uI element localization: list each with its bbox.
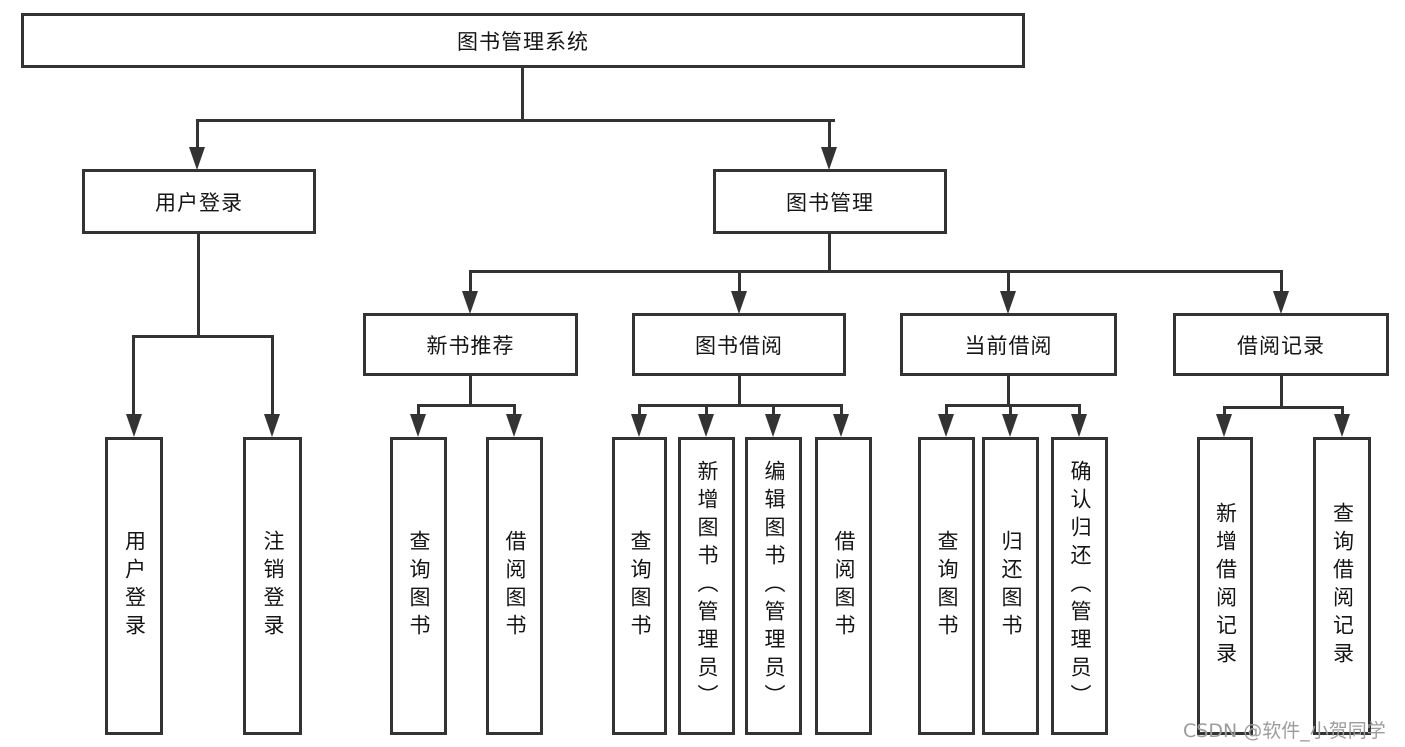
arrow-head bbox=[1071, 414, 1087, 437]
connector-line bbox=[1007, 270, 1010, 292]
connector-line bbox=[738, 270, 741, 292]
leaf-label: 查询图书 bbox=[407, 530, 431, 642]
leaf-label: 借阅图书 bbox=[832, 530, 856, 642]
leaf-label: 用户登录 bbox=[122, 530, 147, 642]
node-label: 图书借阅 bbox=[695, 333, 783, 358]
connector-line bbox=[828, 119, 831, 149]
node-label: 当前借阅 bbox=[964, 333, 1053, 358]
leaf-confirm-return-admin: 确认归还（管理员） bbox=[1051, 437, 1108, 735]
leaf-add-books-admin: 新增图书（管理员） bbox=[678, 437, 735, 735]
leaf-label: 确认归还（管理员） bbox=[1068, 460, 1092, 712]
connector-line bbox=[772, 404, 775, 415]
connector-line bbox=[521, 68, 524, 122]
connector-line bbox=[469, 270, 472, 292]
leaf-edit-books-admin: 编辑图书（管理员） bbox=[745, 437, 802, 735]
connector-line bbox=[1223, 406, 1226, 415]
arrow-head bbox=[1002, 414, 1018, 437]
arrow-head bbox=[126, 414, 142, 437]
node-label: 新书推荐 bbox=[426, 333, 515, 358]
connector-line bbox=[705, 404, 708, 415]
connector-line bbox=[469, 376, 472, 407]
leaf-label: 查询借阅记录 bbox=[1330, 502, 1355, 670]
leaf-borrow-books: 借阅图书 bbox=[815, 437, 872, 735]
leaf-return-books: 归还图书 bbox=[982, 437, 1039, 735]
node-new-book-recommend: 新书推荐 bbox=[363, 313, 578, 376]
connector-line bbox=[469, 270, 1283, 273]
connector-line bbox=[638, 404, 641, 415]
node-book-borrowing: 图书借阅 bbox=[632, 313, 846, 376]
leaf-label: 查询图书 bbox=[935, 530, 959, 642]
node-book-management: 图书管理 bbox=[713, 169, 947, 234]
arrow-head bbox=[731, 291, 747, 314]
arrow-head bbox=[1334, 414, 1350, 437]
connector-line bbox=[271, 335, 274, 415]
node-user-login: 用户登录 bbox=[82, 169, 316, 234]
leaf-query-borrow-record: 查询借阅记录 bbox=[1313, 437, 1371, 735]
connector-line bbox=[738, 376, 741, 407]
leaf-label: 编辑图书（管理员） bbox=[762, 460, 786, 712]
leaf-borrow-books-recommend: 借阅图书 bbox=[486, 437, 543, 735]
connector-line bbox=[1223, 406, 1344, 409]
arrow-head bbox=[189, 147, 205, 170]
leaf-logout: 注销登录 bbox=[243, 437, 302, 735]
connector-line bbox=[840, 404, 843, 415]
connector-line bbox=[417, 404, 516, 407]
arrow-head bbox=[462, 291, 478, 314]
leaf-label: 查询图书 bbox=[628, 530, 652, 642]
arrow-head bbox=[938, 414, 954, 437]
node-label: 图书管理系统 bbox=[457, 29, 589, 54]
leaf-label: 归还图书 bbox=[999, 530, 1023, 642]
connector-line bbox=[1280, 270, 1283, 292]
arrow-head bbox=[410, 414, 426, 437]
connector-line bbox=[945, 404, 1080, 407]
arrow-head bbox=[765, 414, 781, 437]
node-borrowing-records: 借阅记录 bbox=[1173, 313, 1389, 376]
connector-line bbox=[945, 404, 948, 415]
arrow-head bbox=[821, 147, 837, 170]
leaf-add-borrow-record: 新增借阅记录 bbox=[1197, 437, 1253, 735]
arrow-head bbox=[698, 414, 714, 437]
connector-line bbox=[196, 119, 199, 149]
leaf-label: 借阅图书 bbox=[503, 530, 527, 642]
node-label: 图书管理 bbox=[786, 190, 874, 215]
leaf-label: 新增借阅记录 bbox=[1213, 502, 1238, 670]
connector-line bbox=[638, 404, 843, 407]
arrow-head bbox=[264, 414, 280, 437]
watermark: CSDN @软件_小贺同学 bbox=[1183, 720, 1386, 742]
arrow-head bbox=[631, 414, 647, 437]
connector-line bbox=[1280, 376, 1283, 409]
connector-line bbox=[196, 119, 835, 122]
node-label: 用户登录 bbox=[155, 190, 243, 215]
leaf-query-books-borrowing: 查询图书 bbox=[612, 437, 667, 735]
connector-line bbox=[1341, 406, 1344, 415]
node-current-borrowing: 当前借阅 bbox=[900, 313, 1117, 376]
connector-line bbox=[513, 404, 516, 415]
leaf-label: 注销登录 bbox=[261, 530, 285, 642]
connector-line bbox=[197, 234, 200, 338]
arrow-head bbox=[833, 414, 849, 437]
connector-line bbox=[828, 234, 831, 273]
connector-line bbox=[1078, 404, 1081, 415]
arrow-head bbox=[506, 414, 522, 437]
connector-line bbox=[417, 404, 420, 415]
connector-line bbox=[132, 335, 274, 338]
arrow-head bbox=[1000, 291, 1016, 314]
leaf-user-login: 用户登录 bbox=[105, 437, 163, 735]
leaf-label: 新增图书（管理员） bbox=[695, 460, 719, 712]
arrow-head bbox=[1273, 291, 1289, 314]
connector-line bbox=[1007, 376, 1010, 407]
leaf-query-books-current: 查询图书 bbox=[918, 437, 975, 735]
arrow-head bbox=[1216, 414, 1232, 437]
connector-line bbox=[1009, 404, 1012, 415]
node-label: 借阅记录 bbox=[1237, 333, 1325, 358]
connector-line bbox=[132, 335, 135, 415]
node-library-system: 图书管理系统 bbox=[21, 13, 1025, 68]
leaf-query-books-recommend: 查询图书 bbox=[390, 437, 447, 735]
